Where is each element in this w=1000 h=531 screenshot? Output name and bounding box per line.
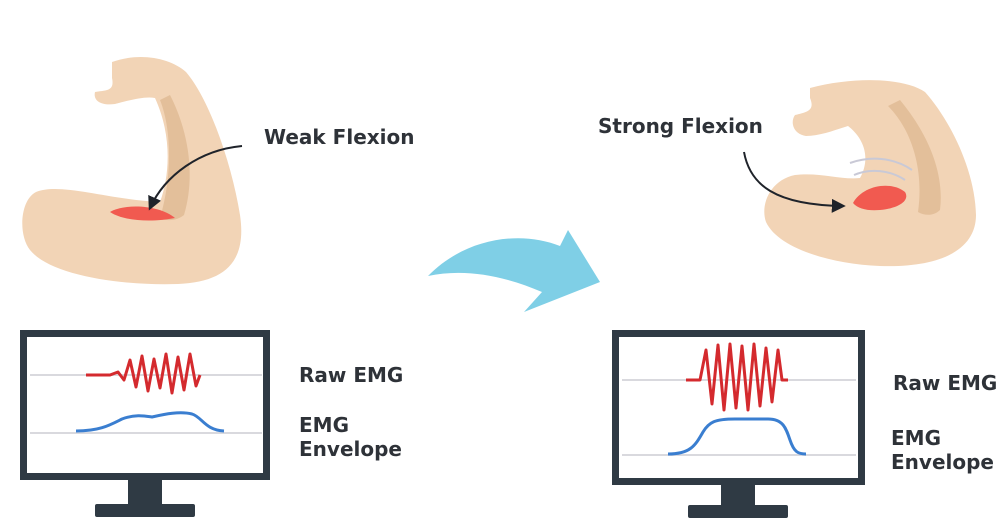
right-monitor-neck <box>721 485 755 505</box>
strong-flexion-label: Strong Flexion <box>598 114 763 138</box>
right-raw-emg-label: Raw EMG <box>893 371 998 395</box>
strong-flexion-pointer-icon <box>743 151 846 213</box>
right-monitor-screen <box>619 337 858 478</box>
weak-flexion-label: Weak Flexion <box>264 125 415 149</box>
left-monitor-base <box>95 504 195 517</box>
right-arm-shadow <box>888 100 941 215</box>
left-raw-emg-trace <box>86 352 202 395</box>
motion-lines-icon <box>849 157 913 181</box>
right-muscle-icon <box>853 185 907 211</box>
left-arm-illustration <box>22 57 243 285</box>
right-emg-envelope-trace <box>667 417 807 456</box>
right-arm-shape <box>764 80 976 267</box>
weak-flexion-pointer-icon <box>148 145 243 211</box>
right-raw-emg-trace <box>686 342 788 412</box>
left-raw-emg-label: Raw EMG <box>299 363 404 387</box>
left-monitor-neck <box>128 480 162 504</box>
right-monitor <box>612 330 865 518</box>
left-arm-shape <box>22 57 242 285</box>
left-emg-envelope-label: EMG Envelope <box>299 413 402 461</box>
left-arm-shadow <box>160 95 190 221</box>
left-emg-envelope-trace <box>75 411 225 433</box>
transition-arrow-icon <box>428 230 600 312</box>
left-monitor <box>20 330 270 517</box>
left-monitor-screen <box>27 337 263 473</box>
right-arm-illustration <box>743 80 976 267</box>
right-emg-envelope-label: EMG Envelope <box>891 426 994 474</box>
right-monitor-base <box>688 505 788 518</box>
